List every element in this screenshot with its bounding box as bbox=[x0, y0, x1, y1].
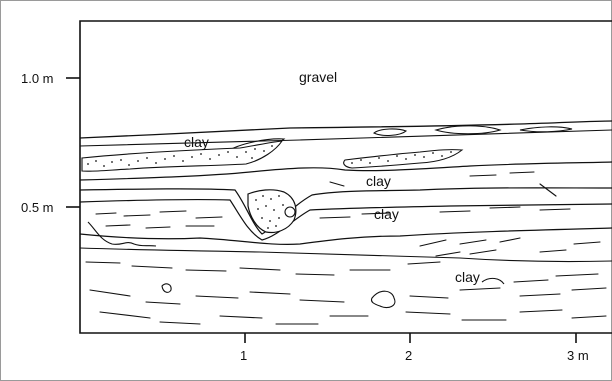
y-tick-label-05m: 0.5 m bbox=[21, 200, 54, 215]
x-tick-label-1: 1 bbox=[240, 348, 247, 363]
label-clay-mid: clay bbox=[366, 173, 391, 189]
gravel-clay-boundary bbox=[80, 121, 612, 138]
x-tick-label-2: 2 bbox=[405, 348, 412, 363]
lower-boundary-2 bbox=[80, 248, 612, 262]
clay-lens-2 bbox=[374, 129, 406, 136]
label-clay-top: clay bbox=[184, 134, 209, 150]
mid-boundary-3 bbox=[80, 200, 612, 240]
y-tick-label-1m: 1.0 m bbox=[21, 71, 54, 86]
clay-top-line-2 bbox=[80, 130, 612, 146]
clay-lens-3 bbox=[436, 126, 500, 134]
laminations bbox=[86, 172, 606, 324]
label-clay-lower: clay bbox=[374, 206, 399, 222]
lower-clay-lens bbox=[371, 291, 394, 307]
sand-band-right bbox=[344, 150, 462, 168]
x-tick-label-3m: 3 m bbox=[567, 348, 589, 363]
label-clay-bottom: clay bbox=[455, 269, 480, 285]
lower-boundary-1 bbox=[80, 228, 612, 244]
lower-clay-bump bbox=[482, 278, 504, 284]
label-gravel: gravel bbox=[299, 69, 337, 85]
pebble bbox=[285, 207, 295, 217]
small-nodule bbox=[162, 284, 171, 292]
